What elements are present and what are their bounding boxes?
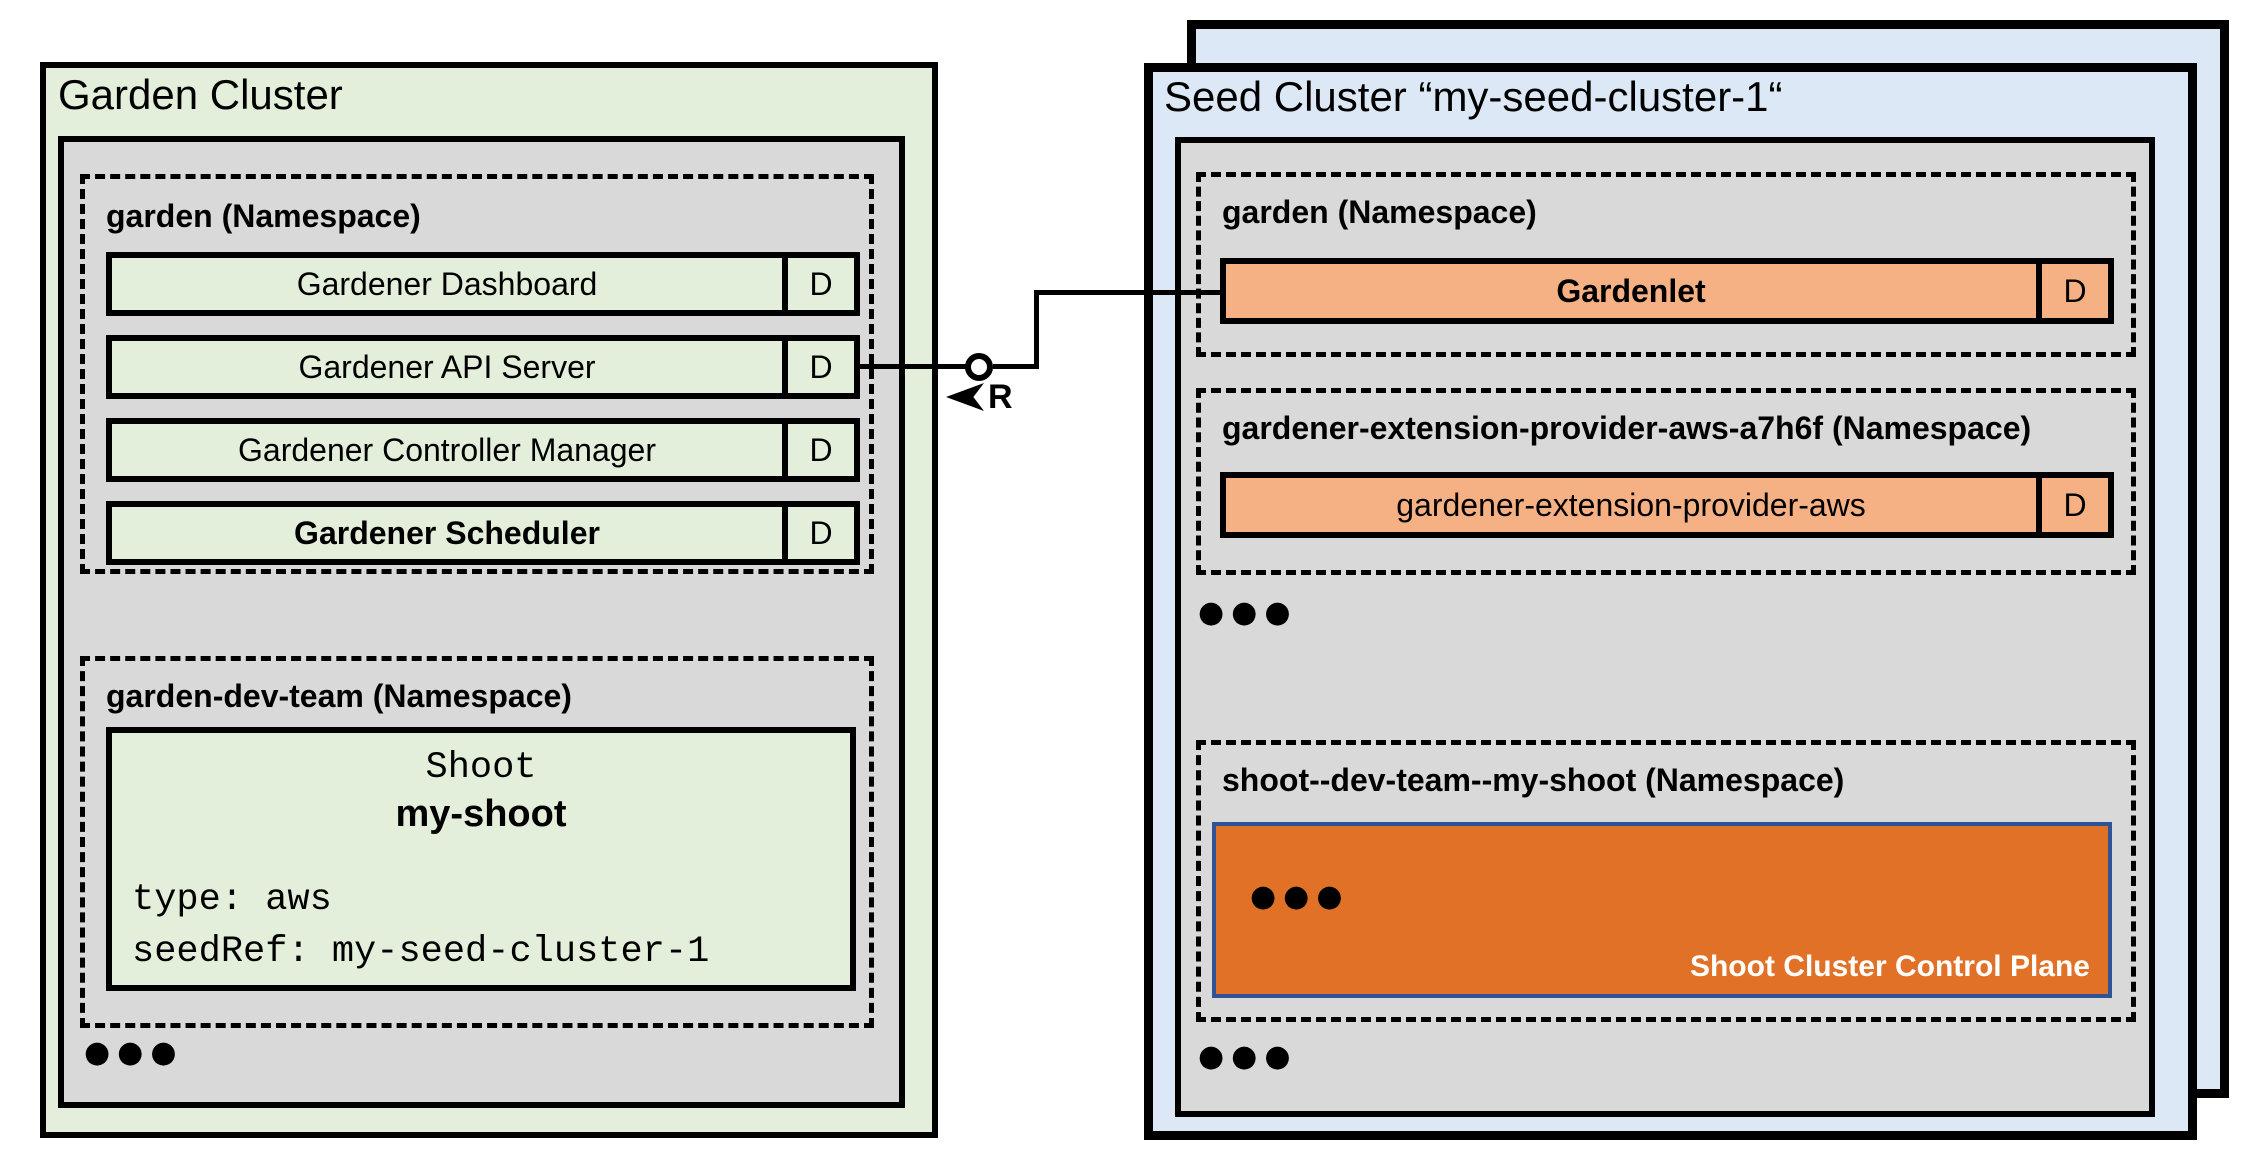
namespace-seed-garden-label: garden (Namespace) — [1222, 194, 1537, 230]
namespace-garden-label: garden (Namespace) — [106, 198, 421, 234]
deployment-badge: D — [782, 341, 854, 393]
component-gardenlet: Gardenlet D — [1220, 258, 2114, 324]
component-label: gardener-extension-provider-aws — [1396, 486, 1866, 523]
component-gardener-extension-provider-aws: gardener-extension-provider-aws D — [1220, 472, 2114, 538]
component-label: Gardener Controller Manager — [238, 431, 656, 468]
deployment-badge: D — [782, 258, 854, 310]
component-label: Gardenlet — [1556, 272, 1706, 309]
shoot-spec-type: type: aws — [132, 879, 332, 921]
namespace-garden-dev-team-border — [80, 656, 874, 1028]
namespace-garden-dev-team-label: garden-dev-team (Namespace) — [106, 678, 572, 714]
deployment-badge: D — [2036, 478, 2108, 532]
garden-cluster-title: Garden Cluster — [58, 71, 343, 118]
namespace-shoot-dev-team-my-shoot-border — [1196, 740, 2136, 1022]
component-label: Gardener Scheduler — [294, 514, 600, 551]
namespace-shoot-dev-team-my-shoot-label: shoot--dev-team--my-shoot (Namespace) — [1222, 762, 1845, 798]
connector-line-segment — [1034, 290, 1039, 369]
connector-line-segment — [1034, 290, 1220, 295]
shoot-name: my-shoot — [395, 793, 567, 835]
deployment-badge: D — [2036, 264, 2108, 318]
shoot-spec-seedref: seedRef: my-seed-cluster-1 — [132, 931, 710, 973]
shoot-cluster-control-plane-label: Shoot Cluster Control Plane — [1689, 950, 2090, 983]
component-label: Gardener API Server — [298, 348, 596, 385]
ellipsis-dots: ●●● — [84, 1035, 184, 1070]
namespace-seed-garden-border — [1196, 172, 2136, 357]
seed-cluster-title: Seed Cluster “my-seed-cluster-1“ — [1164, 73, 1783, 120]
ellipsis-dots: ●●● — [1198, 1039, 1298, 1074]
connector-label-r: R — [988, 378, 1013, 416]
component-gardener-scheduler: Gardener Scheduler D — [106, 501, 860, 565]
connector-line-segment — [856, 364, 966, 369]
ellipsis-dots: ●●● — [1198, 595, 1298, 630]
component-gardener-api-server: Gardener API Server D — [106, 335, 860, 399]
namespace-extension-provider-aws-label: gardener-extension-provider-aws-a7h6f (N… — [1222, 410, 2032, 446]
connector-line-segment — [993, 364, 1037, 369]
ellipsis-dots: ●●● — [1250, 879, 1350, 914]
deployment-badge: D — [782, 424, 854, 476]
shoot-kind: Shoot — [425, 747, 537, 789]
namespace-extension-provider-aws-border — [1196, 388, 2136, 575]
namespace-garden-border — [80, 174, 874, 574]
component-gardener-dashboard: Gardener Dashboard D — [106, 252, 860, 316]
deployment-badge: D — [782, 507, 854, 559]
component-label: Gardener Dashboard — [296, 265, 598, 302]
shoot-resource-card: Shoot my-shoot type: aws seedRef: my-see… — [106, 727, 856, 991]
component-gardener-controller-manager: Gardener Controller Manager D — [106, 418, 860, 482]
provided-interface-circle-icon — [965, 353, 993, 381]
shoot-cluster-control-plane-box: ●●● Shoot Cluster Control Plane — [1212, 822, 2112, 998]
required-interface-arrow-icon — [946, 383, 984, 411]
